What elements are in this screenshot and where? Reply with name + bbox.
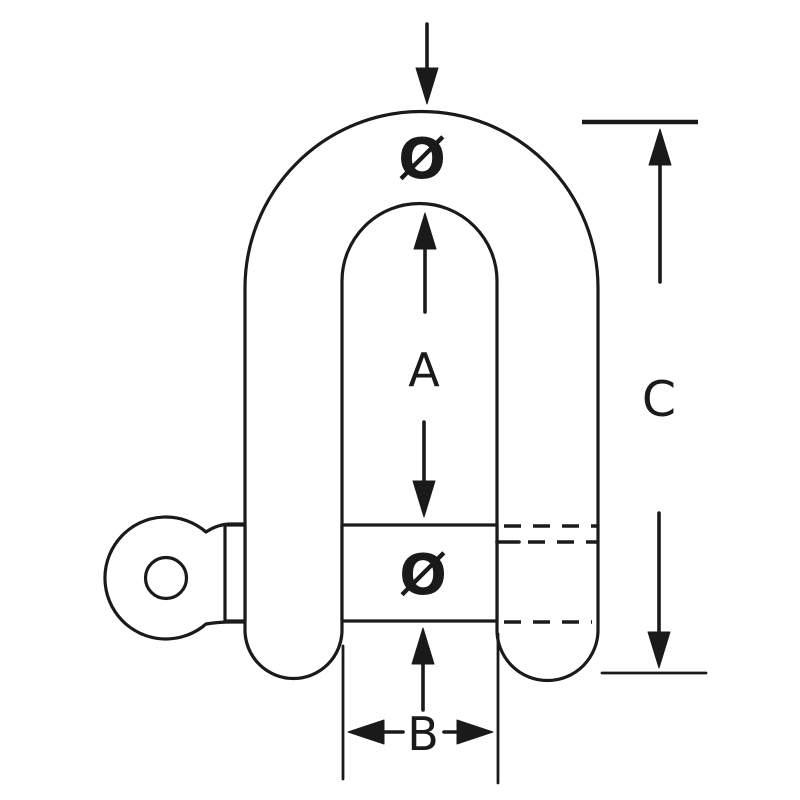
- dim-label-c: C: [642, 371, 676, 428]
- dim-label-a: A: [408, 343, 440, 397]
- dim-a-arrowhead-up-icon: [413, 212, 437, 250]
- dim-c-arrowhead-down-icon: [647, 631, 671, 669]
- bow-pointer-arrowhead-down-icon: [415, 67, 439, 105]
- dim-a-arrowhead-down-icon: [412, 480, 436, 518]
- dim-c-arrowhead-up-icon: [648, 128, 672, 166]
- pin-body: [340, 523, 499, 623]
- dim-label-pin-diameter: Ø: [399, 543, 447, 608]
- shackle-body-outline: [243, 109, 600, 683]
- dim-b-arrowhead-left-icon: [347, 719, 385, 745]
- dim-b-arrowhead-right-icon: [456, 719, 494, 745]
- dim-label-bow-diameter: Ø: [398, 127, 446, 192]
- dim-label-b: B: [407, 707, 439, 761]
- pin-head-hole: [143, 555, 189, 601]
- pin-collar: [223, 523, 247, 623]
